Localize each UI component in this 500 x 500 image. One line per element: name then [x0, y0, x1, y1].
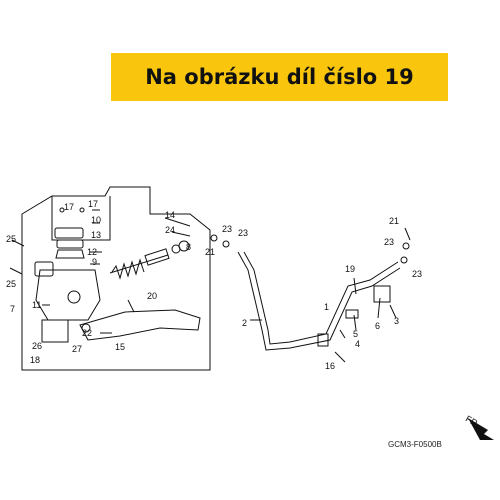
brake-hose: [237, 251, 401, 351]
callout-17b: 17: [88, 199, 98, 209]
callout-19: 19: [345, 264, 355, 274]
callout-5: 5: [353, 329, 358, 339]
callout-23b: 23: [238, 228, 248, 238]
cylinder-port: [67, 290, 81, 304]
lever-pivot-bolt: [127, 299, 135, 313]
circlip: [178, 240, 190, 252]
holder: [41, 319, 69, 343]
washer-23b: [402, 242, 410, 250]
callout-2: 2: [242, 318, 247, 328]
diagram-code: GCM3-F0500B: [388, 440, 442, 449]
callout-22: 22: [82, 328, 92, 338]
master-cylinder-body: [35, 269, 101, 321]
bolt-16: [334, 351, 346, 363]
callout-9: 9: [92, 257, 97, 267]
pivot-nut: [81, 323, 91, 333]
callout-21a: 21: [205, 247, 215, 257]
callout-26: 26: [32, 341, 42, 351]
washer-23a: [222, 240, 230, 248]
callout-20: 20: [147, 291, 157, 301]
callout-11: 11: [32, 300, 41, 310]
bolt-25b: [9, 267, 23, 275]
callout-21b: 21: [389, 216, 399, 226]
callout-23c: 23: [384, 237, 394, 247]
callout-16: 16: [325, 361, 335, 371]
callout-25a: 25: [6, 234, 16, 244]
callout-17a: 17: [64, 202, 74, 212]
fr-direction-arrow: [468, 418, 494, 440]
banner-text: Na obrázku díl číslo 19: [145, 65, 414, 89]
leader-lines: [42, 209, 397, 339]
banjo-bolt-21b: [404, 227, 411, 241]
callout-15: 15: [115, 342, 125, 352]
plate: [55, 249, 85, 259]
callout-12: 12: [87, 247, 97, 257]
cap-box: [51, 196, 111, 241]
screw-17a: [59, 207, 65, 213]
washer-23c: [400, 256, 408, 264]
brake-lever: [79, 309, 201, 341]
reservoir-cap: [54, 227, 84, 239]
callout-1: 1: [324, 302, 329, 312]
callout-7: 7: [10, 304, 15, 314]
callout-25b: 25: [6, 279, 16, 289]
callout-4: 4: [355, 339, 360, 349]
reservoir-diaphragm: [56, 239, 84, 249]
piston-spring: [111, 258, 145, 280]
brake-hose-inner: [243, 251, 399, 345]
callout-3: 3: [394, 316, 399, 326]
hose-clamp: [317, 333, 329, 347]
piston: [144, 248, 170, 266]
banjo-bolt-21a: [210, 234, 218, 242]
part-number-banner: Na obrázku díl číslo 19: [111, 53, 448, 101]
callout-27: 27: [72, 344, 82, 354]
assembly-box: [21, 186, 211, 371]
callout-18: 18: [30, 355, 40, 365]
hose-guide-b: [373, 285, 391, 303]
callout-24: 24: [165, 225, 175, 235]
callout-13: 13: [91, 230, 101, 240]
callout-6: 6: [375, 321, 380, 331]
callout-8: 8: [186, 242, 191, 252]
callout-23a: 23: [222, 224, 232, 234]
holder-clamp: [34, 261, 54, 277]
hose-guide-a: [345, 309, 359, 319]
callout-10: 10: [91, 215, 101, 225]
bolt-19: [353, 277, 357, 295]
screw-17b: [79, 207, 85, 213]
callout-14: 14: [165, 210, 175, 220]
callout-23d: 23: [412, 269, 422, 279]
bolt-25: [11, 239, 25, 247]
